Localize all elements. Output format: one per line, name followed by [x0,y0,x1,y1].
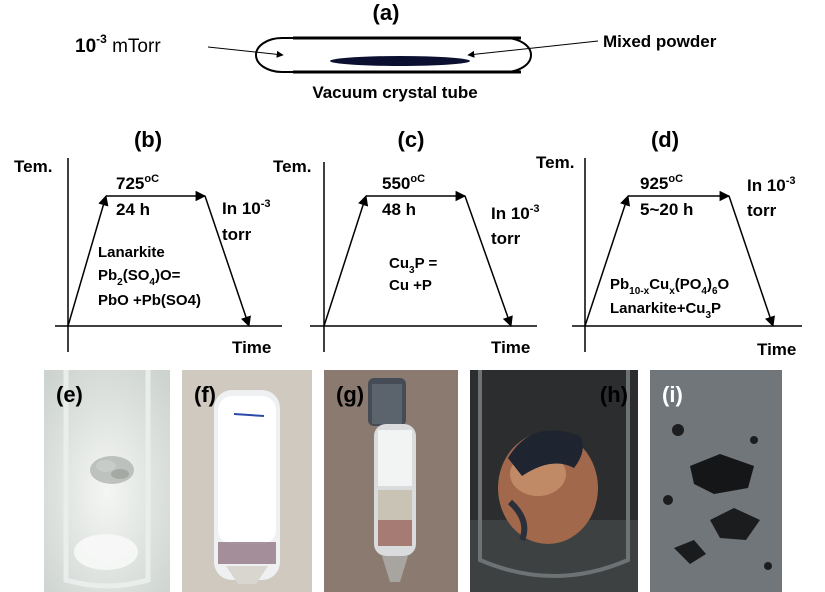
panel-b-y-axis-label: Tem. [14,157,52,176]
panel-d-condition-torr: torr [747,201,777,220]
photo-e: (e) [44,370,170,592]
panel-b-heating-ramp [67,194,109,327]
photo-f-label: (f) [194,382,216,407]
panel-c: (c) Tem. 550oC 48 h In 10-3 torr Cu3P = … [273,127,540,357]
panel-d-y-axis-label: Tem. [536,153,574,172]
photo-h: (h) [470,370,638,592]
panel-c-label: (c) [398,127,425,152]
panel-a-label: (a) [373,0,400,25]
mixed-powder-label: Mixed powder [603,32,717,51]
photo-i: (i) [650,370,782,592]
photo-h-label: (h) [599,382,628,407]
panel-c-x-axis-label: Time [491,338,530,357]
photo-f-image [182,370,312,592]
panel-c-text-1: Cu3P = [389,255,437,276]
panel-c-cooling-ramp [464,195,513,327]
panel-d-text-2: Lanarkite+Cu3P [610,300,721,321]
panel-d-duration: 5~20 h [640,200,693,219]
photo-h-image [470,370,638,592]
panel-d-label: (d) [651,127,679,152]
panel-c-y-axis-label: Tem. [273,157,311,176]
panel-d-heating-ramp [584,195,631,327]
panel-b-x-axis-label: Time [232,338,271,357]
panel-b-duration: 24 h [116,200,150,219]
panel-b-label: (b) [134,127,162,152]
panel-c-heating-ramp [323,195,369,327]
panel-b-condition-torr: torr [222,225,252,244]
pressure-label: 10-3 mTorr [75,32,161,57]
vacuum-tube-outline [255,37,532,73]
panel-d-temperature: 925oC [640,173,683,193]
panel-b-temperature: 725oC [116,173,159,193]
panel-a: (a) 10-3 mTorr Mixed powder Vacuum cryst… [75,0,717,102]
panel-d-condition: In 10-3 [747,175,796,195]
panel-b-text-3: PbO +Pb(SO4) [98,292,201,309]
panel-b-cooling-ramp [204,195,251,327]
panel-c-temperature: 550oC [382,173,425,193]
panel-b: (b) Tem. 725oC 24 h In 10-3 torr Lanarki… [14,127,282,357]
synthesis-diagram: (a) 10-3 mTorr Mixed powder Vacuum cryst… [14,0,802,359]
photo-f: (f) [182,370,312,592]
panel-d: (d) Tem. 925oC 5~20 h In 10-3 torr Pb10-… [536,127,802,359]
panel-c-condition-torr: torr [491,229,521,248]
pressure-arrow [207,46,284,58]
photo-g: (g) [324,370,458,592]
panel-b-text-2: Pb2(SO4)O= [98,267,181,288]
panel-d-cooling-ramp [728,195,775,327]
panel-d-x-axis-label: Time [757,340,796,359]
photo-i-image [650,370,782,592]
photo-e-label: (e) [56,382,83,407]
vacuum-tube-label: Vacuum crystal tube [312,83,477,102]
mixed-powder-shape [330,56,470,66]
panel-b-text-1: Lanarkite [98,244,165,261]
photo-e-image [44,370,170,592]
photo-i-label: (i) [662,382,683,407]
powder-arrow [467,40,599,58]
panel-c-text-2: Cu +P [389,277,432,294]
photo-g-label: (g) [336,382,365,407]
panel-c-duration: 48 h [382,200,416,219]
panel-b-condition: In 10-3 [222,198,271,218]
panel-d-formula: Pb10-xCux(PO4)6O [610,276,730,297]
photo-g-image [324,370,458,592]
panel-c-condition: In 10-3 [491,203,540,223]
